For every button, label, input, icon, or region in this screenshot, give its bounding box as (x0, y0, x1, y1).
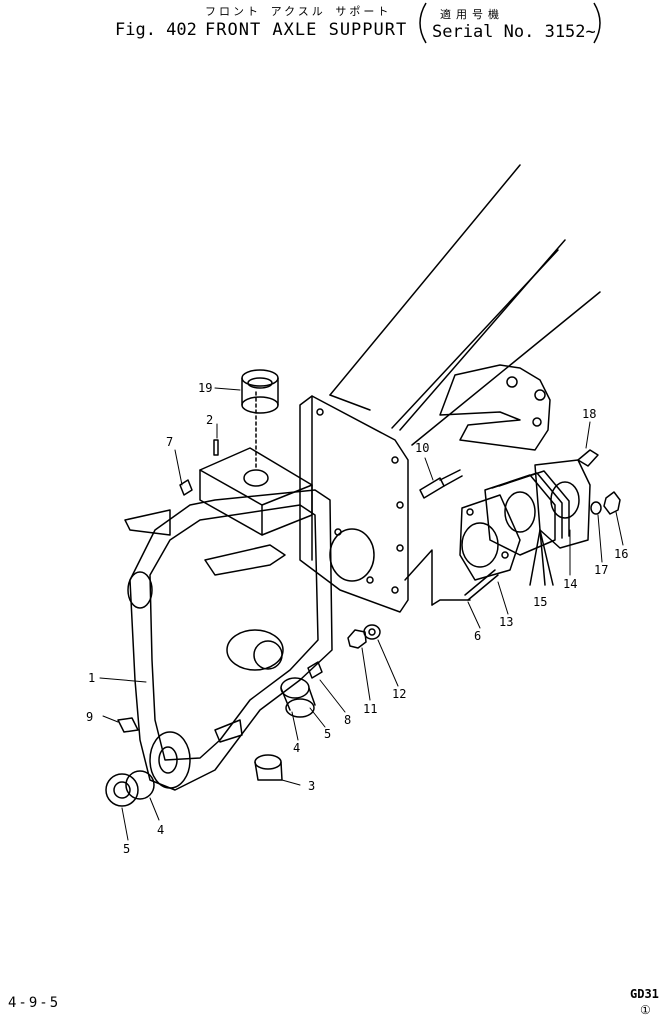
diagram-title: FRONT AXLE SUPPURT (205, 20, 408, 40)
serial-number: Serial No. 3152~ (432, 22, 596, 42)
callout-1: 1 (88, 671, 95, 685)
callout-9: 9 (86, 710, 93, 724)
stud-6 (404, 549, 499, 606)
callout-3: 3 (308, 779, 315, 793)
callout-5a: 5 (324, 727, 331, 741)
nut-washer (347, 624, 381, 649)
axle-beam (329, 164, 601, 446)
callout-15: 15 (533, 595, 547, 609)
steering-bracket (439, 364, 551, 451)
figure-number: Fig. 402 (115, 20, 197, 40)
axle-support-body (124, 489, 333, 791)
revision-mark: ① (640, 1003, 651, 1017)
bolt-10 (419, 469, 463, 499)
callout-17: 17 (594, 563, 608, 577)
callout-8: 8 (344, 713, 351, 727)
bolt-18 (577, 449, 621, 515)
callout-14: 14 (563, 577, 577, 591)
callout-labels: 1 2 3 4 4 5 5 6 7 8 9 10 11 12 13 14 15 … (86, 381, 628, 856)
callout-19: 19 (198, 381, 212, 395)
leader-lines (99, 387, 624, 841)
callout-16: 16 (614, 547, 628, 561)
model-code: GD31 (630, 987, 659, 1001)
callout-7: 7 (166, 435, 173, 449)
callout-5b: 5 (123, 842, 130, 856)
callout-18: 18 (582, 407, 596, 421)
bushings-lower (105, 677, 316, 807)
callout-10: 10 (415, 441, 429, 455)
bushing-19 (241, 369, 279, 414)
callout-12: 12 (392, 687, 406, 701)
callout-13: 13 (499, 615, 513, 629)
callout-4a: 4 (293, 741, 300, 755)
callout-4b: 4 (157, 823, 164, 837)
page-number: 4-9-5 (8, 995, 61, 1011)
callout-6: 6 (474, 629, 481, 643)
callout-2: 2 (206, 413, 213, 427)
applicability-label: 適用号機 (440, 8, 504, 21)
top-block (199, 391, 313, 536)
grease-fittings (117, 439, 323, 733)
japanese-title: フロント アクスル サポート (205, 5, 392, 18)
serial-bracket (419, 2, 601, 44)
callout-11: 11 (363, 702, 377, 716)
